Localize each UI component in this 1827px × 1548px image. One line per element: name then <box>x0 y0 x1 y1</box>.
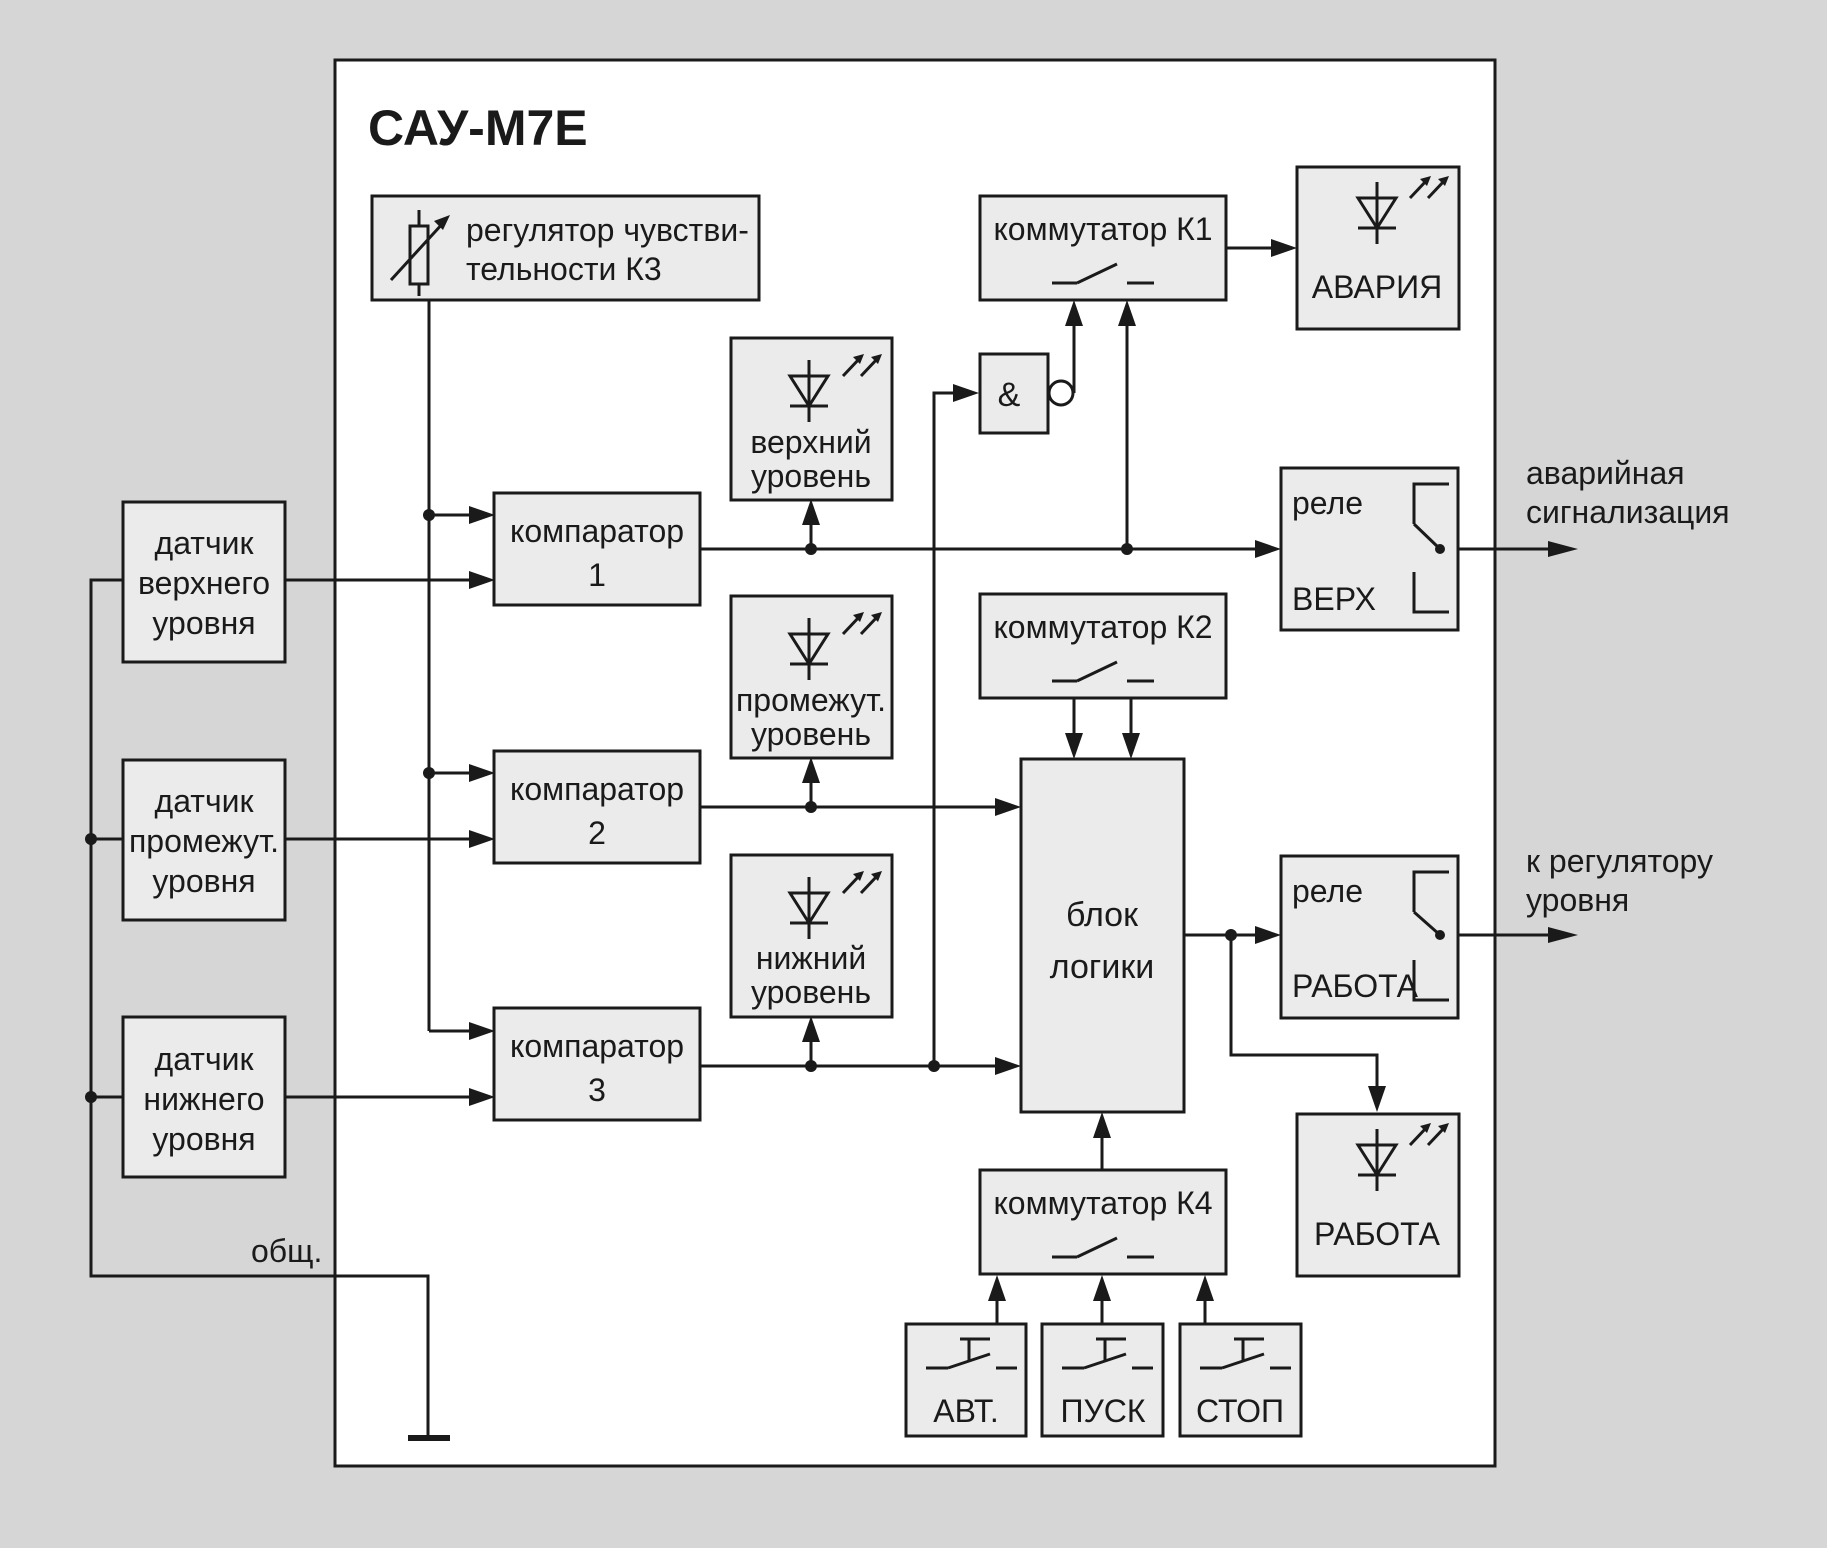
indicator-alarm: АВАРИЯ <box>1295 165 1461 331</box>
button-stop: СТОП <box>1178 1322 1303 1438</box>
led-icon <box>1355 1123 1449 1191</box>
sensor-upper: датчик верхнего уровня <box>121 500 287 664</box>
switch-k2-label: коммутатор К2 <box>993 609 1212 645</box>
comparator-3-label: компаратор <box>510 1028 684 1064</box>
and-gate-symbol: & <box>998 376 1021 414</box>
sensor-lower-line-3: уровня <box>152 1121 255 1157</box>
sensor-lower: датчик нижнего уровня <box>121 1015 287 1179</box>
led-icon <box>787 871 882 939</box>
logic-block-line-1: блок <box>1066 896 1139 934</box>
relay-work-name: РАБОТА <box>1292 968 1419 1004</box>
sensor-upper-line-2: верхнего <box>138 565 270 601</box>
common-label: общ. <box>251 1233 322 1269</box>
sensor-middle: датчик промежут. уровня <box>121 758 287 922</box>
comparator-2-label: компаратор <box>510 771 684 807</box>
button-stop-label: СТОП <box>1196 1393 1284 1429</box>
comparator-2: компаратор 2 <box>492 749 702 865</box>
sensitivity-regulator-label-2: тельности К3 <box>466 251 662 287</box>
relay-work-label: реле <box>1292 873 1363 909</box>
switch-k2: коммутатор К2 <box>978 592 1228 700</box>
switch-contact-icon <box>1052 1236 1154 1259</box>
sensor-middle-line-2: промежут. <box>129 823 279 859</box>
led-icon <box>1355 176 1449 244</box>
sensor-upper-line-1: датчик <box>155 525 255 561</box>
pushbutton-icon <box>1200 1337 1291 1370</box>
indicator-lower-line-2: уровень <box>751 974 871 1010</box>
switch-contact-icon <box>1052 660 1154 683</box>
sensitivity-regulator-label-1: регулятор чувстви- <box>466 212 749 248</box>
indicator-middle-line-2: уровень <box>751 716 871 752</box>
indicator-middle-level: промежут. уровень <box>729 594 894 760</box>
relay-upper-name: ВЕРХ <box>1292 581 1376 617</box>
pushbutton-icon <box>926 1337 1017 1370</box>
logic-block: блок логики <box>1019 757 1186 1114</box>
comparator-1-label: компаратор <box>510 513 684 549</box>
comparator-1: компаратор 1 <box>492 491 702 607</box>
indicator-upper-line-2: уровень <box>751 458 871 494</box>
logic-block-line-2: логики <box>1050 948 1154 986</box>
switch-k1: коммутатор К1 <box>978 194 1228 302</box>
device-title: САУ-М7Е <box>368 100 588 156</box>
switch-k4: коммутатор К4 <box>978 1168 1228 1276</box>
output-regulator-line-1: к регулятору <box>1526 843 1713 879</box>
sensor-upper-line-3: уровня <box>152 605 255 641</box>
button-start: ПУСК <box>1040 1322 1165 1438</box>
relay-work: реле РАБОТА <box>1279 854 1460 1020</box>
sensor-lower-line-2: нижнего <box>143 1081 264 1117</box>
comparator-2-number: 2 <box>588 815 606 851</box>
indicator-alarm-label: АВАРИЯ <box>1312 269 1442 305</box>
button-auto: АВТ. <box>904 1322 1028 1438</box>
led-icon <box>787 354 882 422</box>
relay-contact-icon <box>1412 870 1449 1002</box>
switch-k4-label: коммутатор К4 <box>993 1185 1212 1221</box>
button-start-label: ПУСК <box>1060 1393 1145 1429</box>
junction-dots <box>85 509 1237 1103</box>
sensitivity-regulator-k3: регулятор чувстви- тельности К3 <box>370 194 761 302</box>
relay-contact-icon <box>1412 482 1449 614</box>
switch-contact-icon <box>1052 262 1154 285</box>
indicator-upper-line-1: верхний <box>750 424 871 460</box>
output-alarm-line-2: сигнализация <box>1526 494 1730 530</box>
sensor-lower-line-1: датчик <box>155 1041 255 1077</box>
inverter-circle <box>1047 379 1075 407</box>
output-regulator-line-2: уровня <box>1526 882 1629 918</box>
sensor-middle-line-1: датчик <box>155 783 255 819</box>
indicator-middle-line-1: промежут. <box>736 682 886 718</box>
comparator-3-number: 3 <box>588 1072 606 1108</box>
sensor-middle-line-3: уровня <box>152 863 255 899</box>
indicator-upper-level: верхний уровень <box>729 336 894 502</box>
output-alarm-line-1: аварийная <box>1526 455 1685 491</box>
indicator-work: РАБОТА <box>1295 1112 1461 1278</box>
indicator-lower-level: нижний уровень <box>729 853 894 1019</box>
button-auto-label: АВТ. <box>933 1393 998 1429</box>
and-gate: & <box>978 352 1075 435</box>
indicator-lower-line-1: нижний <box>756 940 866 976</box>
led-icon <box>787 612 882 680</box>
relay-upper: реле ВЕРХ <box>1279 466 1460 632</box>
relay-upper-label: реле <box>1292 485 1363 521</box>
indicator-work-label: РАБОТА <box>1314 1216 1441 1252</box>
switch-k1-label: коммутатор К1 <box>993 211 1212 247</box>
comparator-3: компаратор 3 <box>492 1006 702 1122</box>
comparator-1-number: 1 <box>588 557 606 593</box>
arrow-heads <box>469 239 1578 1301</box>
pushbutton-icon <box>1062 1337 1153 1370</box>
